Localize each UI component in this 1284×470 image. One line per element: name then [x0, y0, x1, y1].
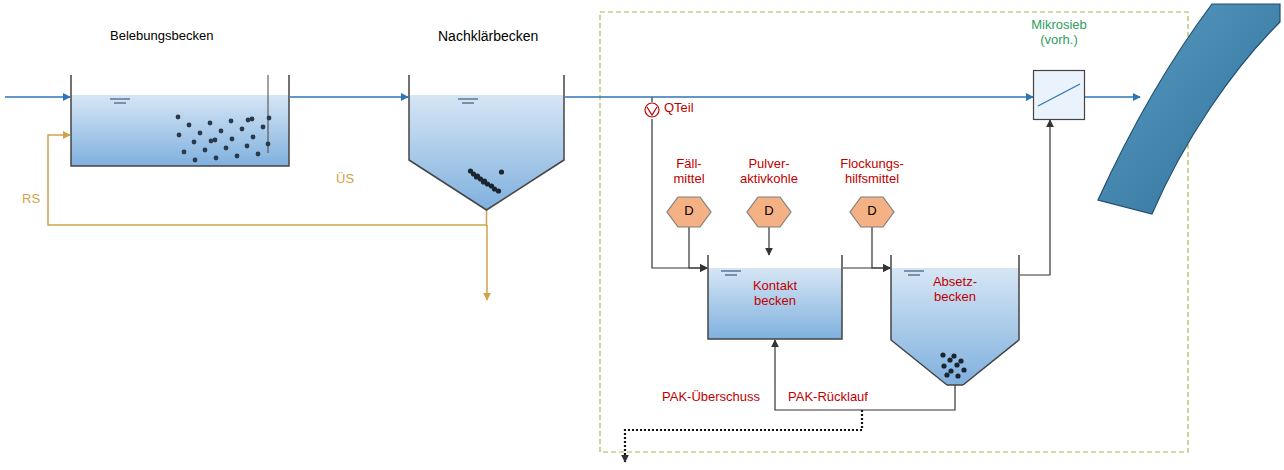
settling-tank: Absetz- becken	[890, 255, 1020, 385]
dosing-label: Flockungs- hilfsmittel	[829, 157, 915, 187]
outlet-line	[1085, 96, 1140, 98]
tank-label: Absetz- becken	[923, 275, 987, 305]
clarifier-tank: Nachklärbecken	[408, 75, 565, 210]
dosing-unit: Pulver- aktivkohleD	[747, 197, 791, 227]
pump-symbol: QTeil	[644, 101, 696, 119]
flow-connector	[843, 267, 890, 268]
unit-heading: Mikrosieb (vorh.)	[1017, 18, 1101, 48]
flow-connector	[565, 96, 1033, 98]
flow-connector	[768, 227, 769, 255]
pump-label: QTeil	[664, 101, 694, 116]
dosing-label: Pulver- aktivkohle	[728, 157, 810, 187]
tank-label: Kontakt becken	[743, 279, 807, 309]
river-symbol	[1098, 4, 1280, 214]
dosing-symbol: D	[850, 204, 894, 219]
inlet-line	[5, 96, 70, 98]
dosing-unit: Flockungs- hilfsmittelD	[850, 197, 894, 227]
flow-connector	[290, 96, 408, 98]
contact-tank: Kontakt becken	[707, 255, 843, 340]
aeration-tank-outline	[70, 75, 290, 167]
stage-boundary	[600, 12, 1188, 452]
dosing-symbol: D	[747, 204, 791, 219]
flow-connector	[1020, 120, 1050, 275]
dosing-unit: Fäll- mittelD	[667, 197, 711, 227]
flow-connector	[652, 119, 707, 268]
dosing-symbol: D	[667, 204, 711, 219]
excess-sludge-line	[486, 225, 488, 300]
flow-connector	[689, 227, 707, 268]
flow-label: RS	[20, 192, 42, 207]
clarifier-tank-outline	[408, 75, 565, 210]
stream-label: PAK-Überschuss	[660, 390, 762, 405]
stream-label: ÜS	[334, 172, 356, 187]
tank-heading: Belebungsbecken	[110, 29, 213, 44]
flow-label: PAK-Rücklauf	[786, 390, 870, 405]
tank-heading: Nachklärbecken	[438, 28, 538, 44]
microsieve-outline	[1033, 70, 1085, 120]
flow-connector	[872, 227, 890, 268]
aeration-tank: Belebungsbecken	[70, 75, 290, 167]
dosing-label: Fäll- mittel	[666, 157, 712, 187]
pak-excess-line	[625, 410, 862, 462]
microsieve: Mikrosieb (vorh.)	[1033, 70, 1085, 120]
